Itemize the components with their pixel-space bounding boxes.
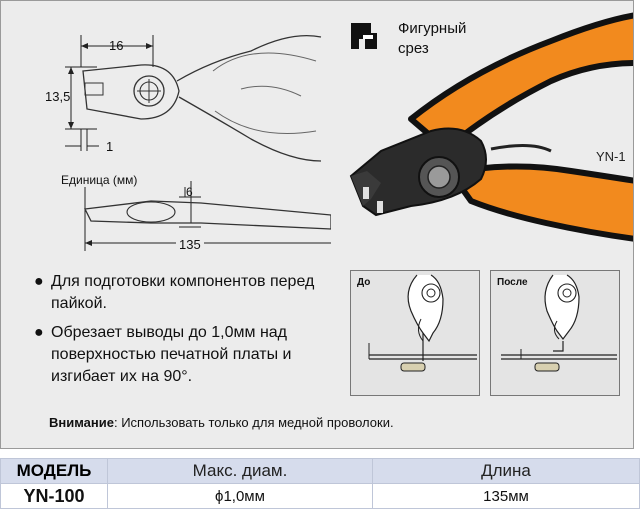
pliers-photo: YN-1 [349,12,633,242]
spec-table: МОДЕЛЬ Макс. диам. Длина YN-100 ϕ1,0мм 1… [0,458,640,509]
warning-label: Внимание [49,415,114,430]
feature-list: ● Для подготовки компонентов перед пайко… [34,271,354,395]
dimension-length-label: 135 [176,237,204,252]
top-view-drawing [65,34,331,251]
before-diagram: До [350,270,480,396]
dimension-thickness-label: 6 [186,185,193,199]
shaped-cut-label-line2: срез [398,40,429,57]
cell-max-diameter: ϕ1,0мм [107,483,373,509]
feature-text: Обрезает выводы до 1,0мм над поверхность… [51,324,292,385]
cell-length: 135мм [372,483,640,509]
product-panel: 16 13,5 1 Единица (мм) 6 135 Фигурный ср… [0,0,634,449]
after-label: После [497,277,528,288]
dimension-tip-label: 1 [106,139,114,154]
bullet-icon: ● [34,273,44,290]
before-label: До [357,277,371,288]
after-cut-illustration [501,274,617,372]
tool-marking: YN-1 [596,149,626,164]
warning-text: : Использовать только для медной проволо… [113,415,394,430]
shaped-cut-label-line1: Фигурный [398,20,467,37]
warning-note: Внимание: Использовать только для медной… [49,415,394,430]
column-header-max-diameter: Макс. диам. [107,458,373,484]
feature-item: ● Обрезает выводы до 1,0мм над поверхнос… [34,322,354,388]
column-header-model: МОДЕЛЬ [0,458,108,484]
after-diagram: После [490,270,620,396]
shaped-cut-icon [351,23,377,49]
dimension-width-label: 16 [109,38,124,53]
feature-item: ● Для подготовки компонентов перед пайко… [34,271,354,315]
table-row: YN-100 ϕ1,0мм 135мм [0,483,640,509]
shaped-cut-legend: Фигурный срез [398,19,466,59]
bullet-icon: ● [34,324,44,341]
dimension-height-label: 13,5 [45,89,71,104]
table-header-row: МОДЕЛЬ Макс. диам. Длина [0,458,640,484]
column-header-length: Длина [372,458,640,484]
feature-text: Для подготовки компонентов перед пайкой. [51,273,315,312]
cell-model: YN-100 [0,483,108,509]
unit-label: Единица (мм) [61,173,138,187]
before-cut-illustration [368,274,477,372]
